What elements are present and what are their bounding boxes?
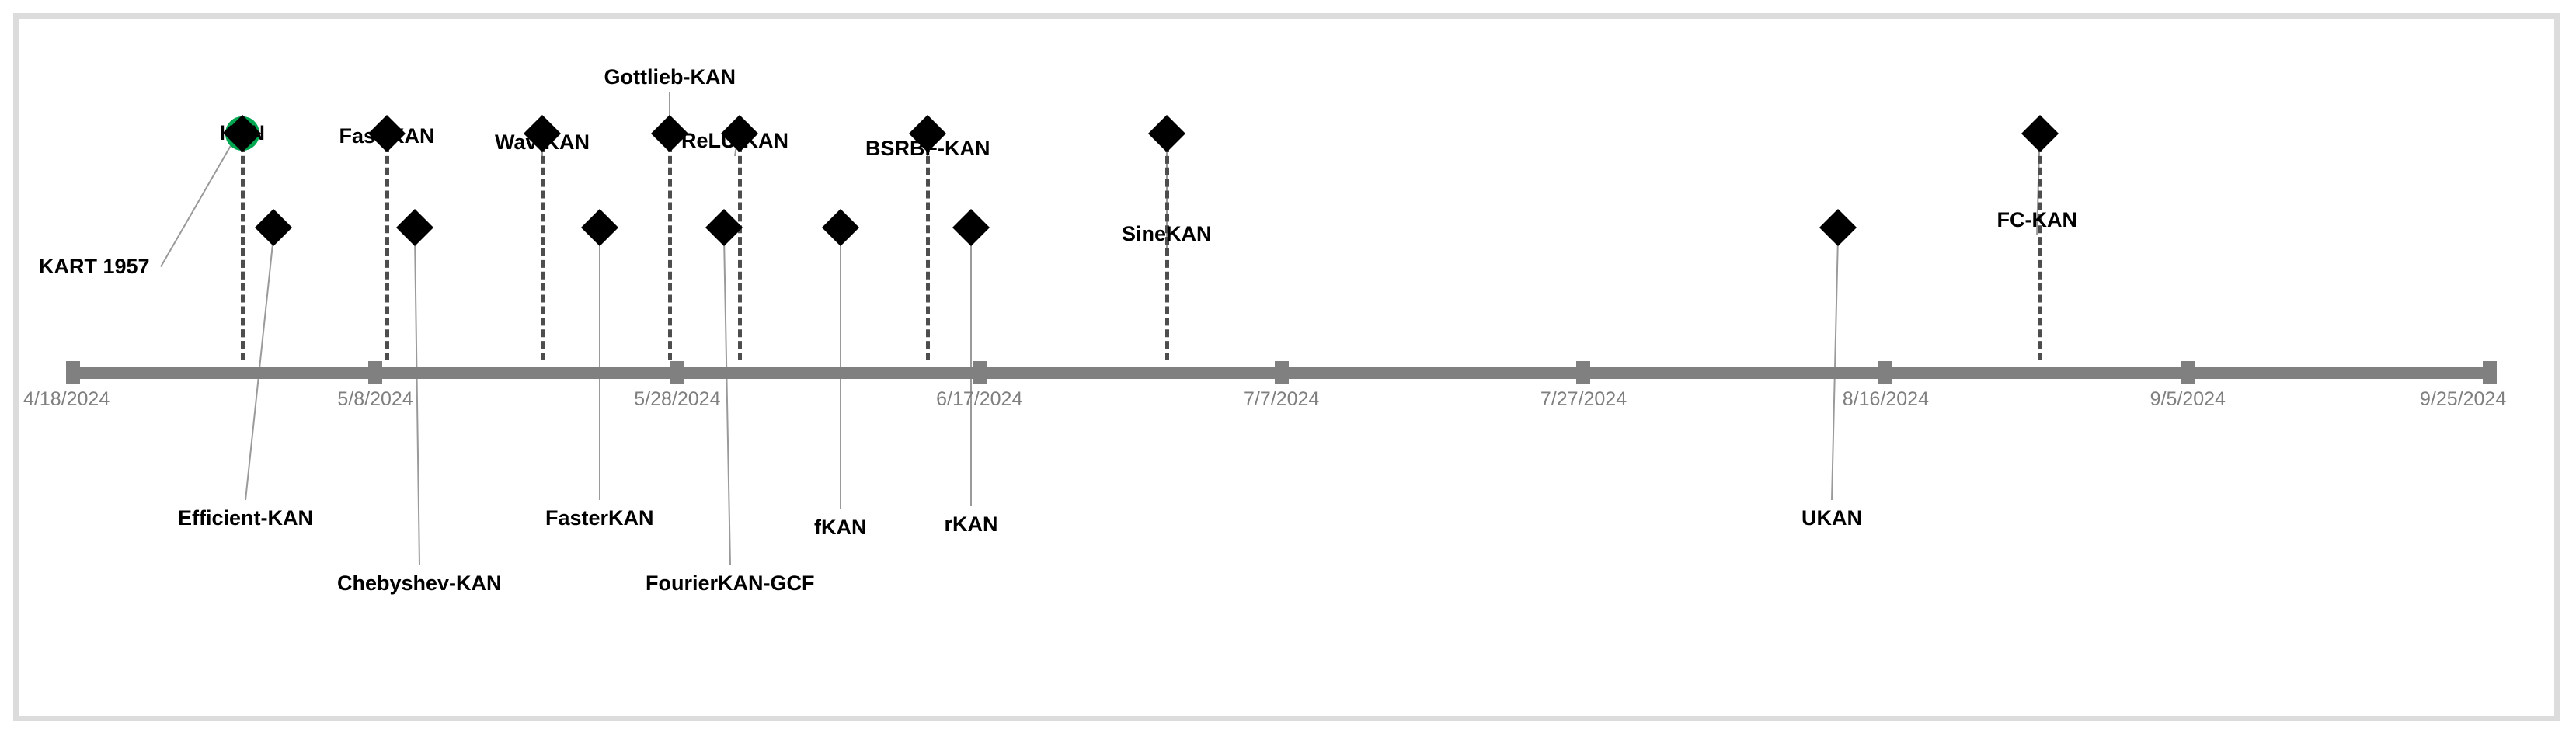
date-label: 9/25/2024 xyxy=(2420,388,2507,410)
event-stem xyxy=(541,144,545,360)
axis-tick xyxy=(670,361,684,384)
event-marker[interactable] xyxy=(254,208,293,247)
event-marker[interactable] xyxy=(395,208,434,247)
event-label: Efficient-KAN xyxy=(178,506,313,530)
event-marker[interactable] xyxy=(580,208,619,247)
event-label: Wav-KAN xyxy=(495,130,590,154)
event-label: UKAN xyxy=(1801,506,1862,530)
axis-tick xyxy=(367,361,382,384)
event-label: KART 1957 xyxy=(39,255,150,278)
event-label: fKAN xyxy=(814,516,867,539)
event-label: FasterKAN xyxy=(545,506,654,530)
axis-tick xyxy=(1576,361,1591,384)
date-label: 6/17/2024 xyxy=(936,388,1023,410)
event-stem xyxy=(2038,144,2042,360)
event-marker[interactable] xyxy=(705,208,743,247)
date-label: 4/18/2024 xyxy=(23,388,110,410)
event-label: Gottlieb-KAN xyxy=(604,65,736,89)
axis-tick xyxy=(2483,361,2497,384)
event-marker[interactable] xyxy=(2021,114,2059,153)
axis-tick xyxy=(1878,361,1893,384)
event-label: ReLU-KAN xyxy=(681,129,788,152)
date-label: 8/16/2024 xyxy=(1842,388,1929,410)
event-marker[interactable] xyxy=(1819,208,1857,247)
date-label: 5/28/2024 xyxy=(634,388,721,410)
leader-line xyxy=(160,133,238,267)
event-marker[interactable] xyxy=(952,208,990,247)
date-label: 5/8/2024 xyxy=(337,388,413,410)
axis-tick xyxy=(972,361,987,384)
event-stem xyxy=(668,144,672,360)
event-stem xyxy=(738,144,742,360)
event-label: Fast-KAN xyxy=(339,124,435,148)
leader-line xyxy=(723,236,731,566)
event-label: KAN xyxy=(219,121,266,144)
date-label: 7/27/2024 xyxy=(1540,388,1627,410)
event-stem xyxy=(1165,144,1169,360)
event-label: FourierKAN-GCF xyxy=(646,572,815,595)
date-label: 7/7/2024 xyxy=(1244,388,1320,410)
event-label: SineKAN xyxy=(1122,222,1212,245)
event-marker[interactable] xyxy=(1147,114,1186,153)
event-marker[interactable] xyxy=(821,208,860,247)
event-stem xyxy=(385,144,389,360)
date-label: 9/5/2024 xyxy=(2150,388,2226,410)
axis-tick xyxy=(1274,361,1289,384)
axis-tick xyxy=(66,361,80,384)
leader-line xyxy=(414,236,420,566)
event-label: Chebyshev-KAN xyxy=(337,572,502,595)
event-label: FC-KAN xyxy=(1996,208,2077,231)
event-label: rKAN xyxy=(944,512,998,536)
event-stem xyxy=(241,144,245,360)
event-label: BSRBF-KAN xyxy=(865,137,990,160)
event-stem xyxy=(926,144,930,360)
axis-tick xyxy=(2181,361,2195,384)
